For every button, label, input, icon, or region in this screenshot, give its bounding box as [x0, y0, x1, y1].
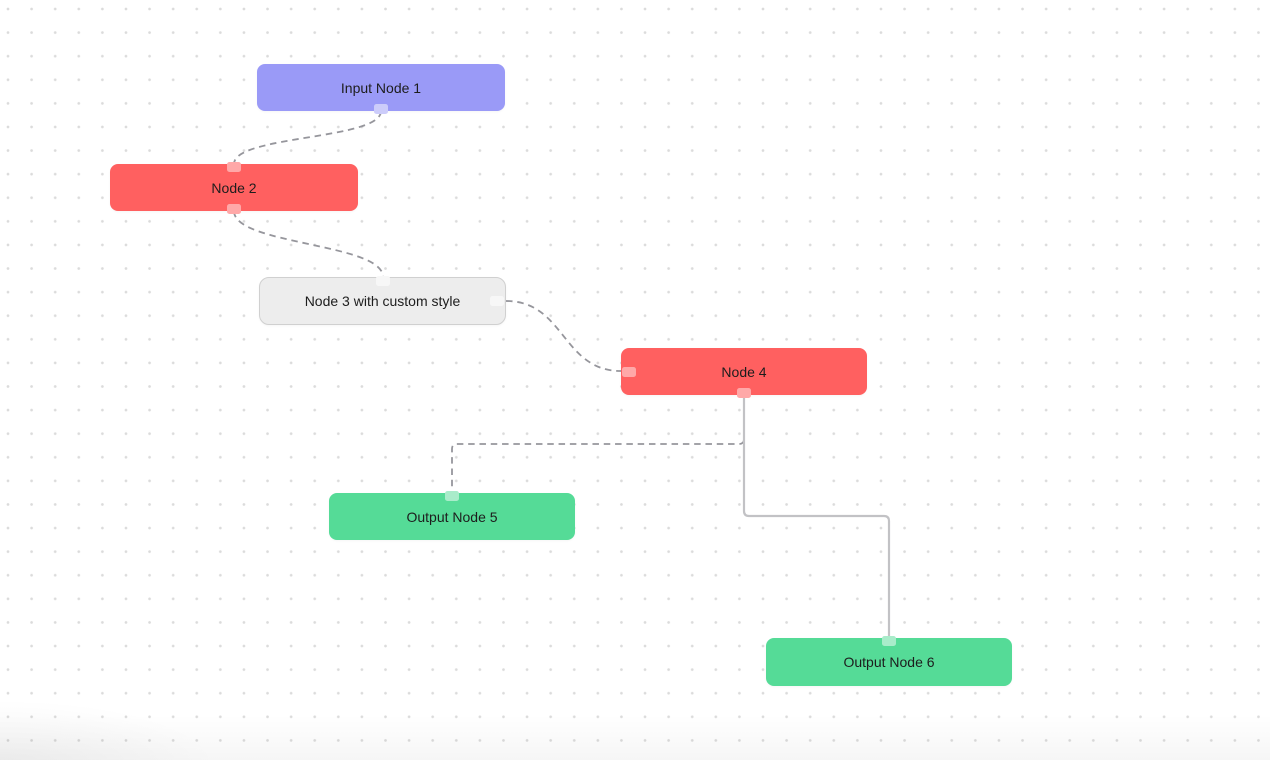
node-handle-bottom[interactable] [374, 104, 388, 114]
edge-e1-2[interactable] [233, 110, 382, 165]
node-handle-top[interactable] [445, 491, 459, 501]
flow-node-6[interactable]: Output Node 6 [766, 636, 1012, 686]
node-label: Input Node 1 [340, 79, 422, 96]
node-handle-top[interactable] [375, 276, 390, 286]
flow-node-3[interactable]: Node 3 with custom style [259, 276, 506, 325]
edge-e3-4[interactable] [505, 300, 622, 372]
node-handle-left[interactable] [622, 366, 636, 377]
node-handle-bottom[interactable] [737, 388, 751, 398]
node-label: Node 4 [721, 363, 767, 380]
flow-node-2[interactable]: Node 2 [110, 162, 358, 214]
edge-e4-5[interactable] [451, 395, 745, 491]
node-handle-right[interactable] [490, 296, 504, 306]
node-handle-top[interactable] [882, 636, 896, 646]
node-label: Output Node 6 [843, 654, 935, 670]
node-label: Node 2 [211, 179, 257, 196]
flow-node-4[interactable]: Node 4 [621, 348, 867, 398]
edge-e4-6[interactable] [742, 395, 891, 638]
node-handle-top[interactable] [227, 162, 241, 172]
node-handle-bottom[interactable] [227, 204, 241, 214]
bottom-left-shadow [0, 680, 320, 760]
bottom-edge-shadow [0, 714, 1270, 760]
flow-node-1[interactable]: Input Node 1 [257, 64, 505, 114]
node-label: Output Node 5 [406, 508, 498, 525]
edge-e2-3[interactable] [233, 210, 384, 278]
node-label: Node 3 with custom style [304, 293, 461, 309]
flow-node-5[interactable]: Output Node 5 [329, 491, 575, 540]
